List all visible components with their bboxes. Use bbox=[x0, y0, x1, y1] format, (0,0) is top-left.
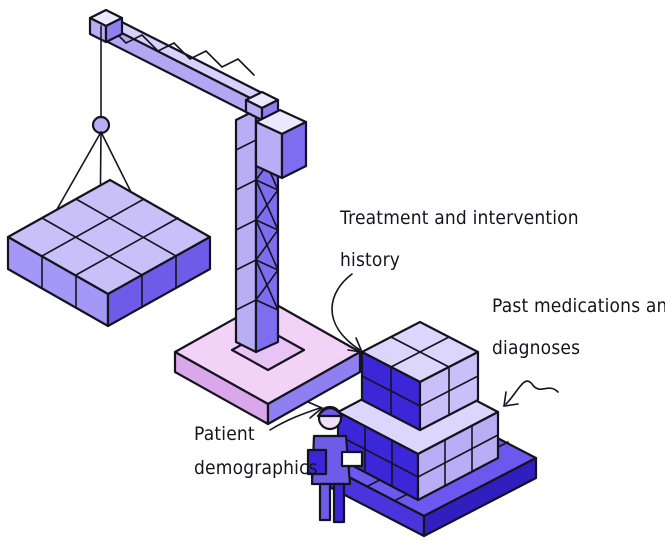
arrow-medications-icon bbox=[503, 380, 559, 407]
arrow-patient-icon bbox=[269, 401, 324, 431]
label-treatment-line1: Treatment and intervention bbox=[340, 207, 579, 229]
crane-base bbox=[173, 298, 362, 426]
label-patient-line1: Patient bbox=[194, 423, 255, 445]
crane-cab bbox=[244, 90, 308, 180]
crane-jib bbox=[88, 8, 274, 122]
label-medications-line2: diagnoses bbox=[492, 337, 581, 359]
label-treatment-line2: history bbox=[340, 249, 401, 271]
upper-box-stack bbox=[360, 320, 480, 432]
suspended-block-grid bbox=[6, 178, 212, 328]
label-patient-line2: demographics bbox=[194, 457, 318, 479]
worker-figure bbox=[306, 405, 364, 524]
label-medications-line1: Past medications and bbox=[492, 295, 665, 317]
crane-tower bbox=[234, 108, 280, 354]
arrow-treatment-icon bbox=[331, 273, 364, 353]
